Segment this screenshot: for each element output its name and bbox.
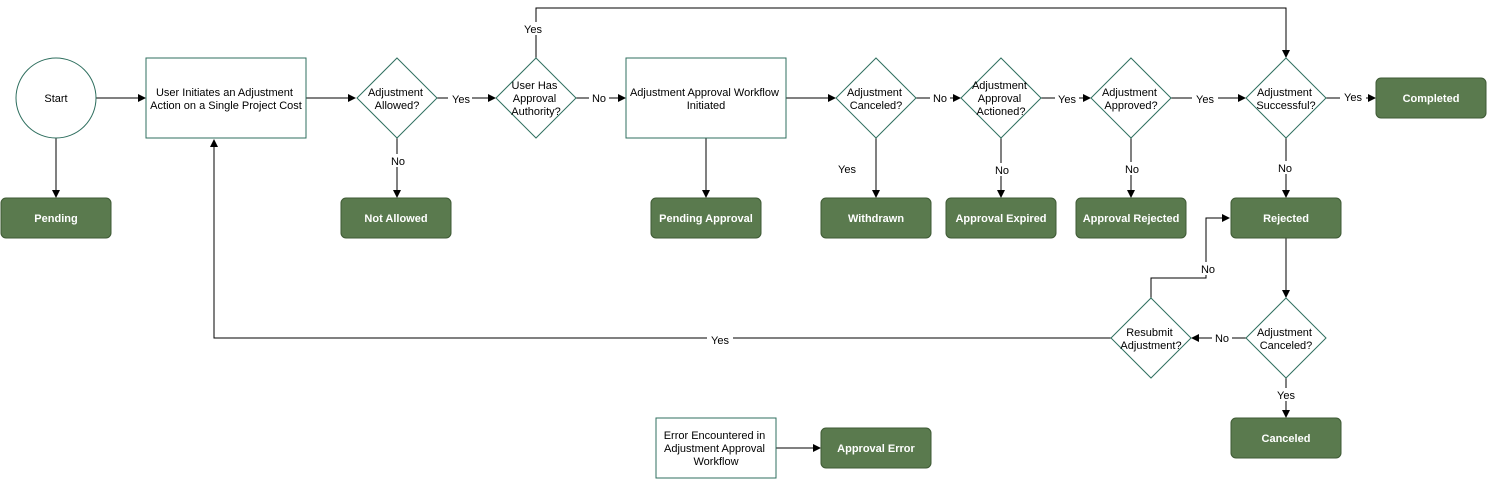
label-successful-no: No: [1278, 163, 1292, 175]
approved-label-line-1: Adjustment: [1102, 87, 1157, 99]
authority-label-line-3: Authority?: [511, 106, 561, 118]
start-label: Start: [44, 93, 67, 105]
edge-authority-yes: [535, 7, 1290, 58]
label-resubmit-no: No: [1201, 264, 1215, 276]
actioned-label-line-1: Adjustment: [972, 80, 1027, 92]
edge-labels: Yes No Yes No Yes No No Yes No Yes Yes N…: [388, 22, 1366, 402]
status-approval-expired-label: Approval Expired: [955, 213, 1046, 225]
status-rejected-label: Rejected: [1263, 213, 1309, 225]
status-pending-approval-label: Pending Approval: [659, 213, 753, 225]
error-label-line-3: Workflow: [693, 456, 738, 468]
start-node: [15, 57, 97, 139]
status-pending: [0, 197, 112, 239]
allowed-label: Adjustment Allowed?: [368, 87, 426, 112]
actioned-label: Adjustment Approval Actioned?: [972, 80, 1030, 118]
status-approval-error-label: Approval Error: [837, 443, 915, 455]
canceled-label-line-2: Canceled?: [850, 100, 903, 112]
canceled2-decision: [1245, 297, 1327, 379]
label-authority-yes: Yes: [524, 24, 542, 36]
label-allowed-no: No: [391, 156, 405, 168]
status-pending-label: Pending: [34, 213, 77, 225]
status-boxes: [0, 77, 1487, 469]
initiate-label-line-1: User Initiates an Adjustment: [156, 87, 293, 99]
canceled2-label-line-1: Adjustment: [1257, 327, 1312, 339]
status-approval-error: [820, 427, 932, 469]
workflow-label: Adjustment Approval Workflow Initiated: [630, 87, 782, 112]
resubmit-label: Resubmit Adjustment?: [1120, 327, 1181, 352]
resubmit-label-line-1: Resubmit: [1126, 327, 1172, 339]
initiate-label-line-2: Action on a Single Project Cost: [150, 100, 302, 112]
status-canceled: [1230, 417, 1342, 459]
authority-decision: [495, 57, 577, 139]
actioned-decision: [960, 57, 1042, 139]
approved-decision: [1090, 57, 1172, 139]
status-not-allowed: [340, 197, 452, 239]
error-box: [655, 417, 777, 479]
label-authority-no: No: [592, 93, 606, 105]
authority-label: User Has Approval Authority?: [511, 80, 561, 118]
canceled-label: Adjustment Canceled?: [847, 87, 905, 112]
canceled2-label: Adjustment Canceled?: [1257, 327, 1315, 352]
successful-label-line-1: Adjustment: [1257, 87, 1312, 99]
label-allowed-yes: Yes: [452, 94, 470, 106]
allowed-decision: [356, 57, 438, 139]
successful-label-line-2: Successful?: [1256, 100, 1315, 112]
allowed-label-line-2: Allowed?: [375, 100, 420, 112]
error-label-line-1: Error Encountered in: [664, 430, 766, 442]
label-canceled-no: No: [933, 93, 947, 105]
actioned-label-line-2: Approval: [978, 93, 1021, 105]
status-not-allowed-label: Not Allowed: [364, 213, 427, 225]
status-completed: [1375, 77, 1487, 119]
status-withdrawn-label: Withdrawn: [848, 213, 904, 225]
canceled2-label-line-2: Canceled?: [1260, 340, 1313, 352]
status-labels: Pending Not Allowed Pending Approval Wit…: [34, 93, 1459, 455]
workflow-label-line-2: Initiated: [687, 100, 726, 112]
authority-label-line-1: User Has: [512, 80, 558, 92]
label-resubmit-yes: Yes: [711, 335, 729, 347]
resubmit-label-line-2: Adjustment?: [1120, 340, 1181, 352]
initiate-box: [145, 57, 307, 139]
status-approval-rejected: [1075, 197, 1187, 239]
status-approval-expired: [945, 197, 1057, 239]
canceled-decision: [835, 57, 917, 139]
error-label-line-2: Adjustment Approval: [664, 443, 765, 455]
edge-resubmit-no: [1150, 214, 1230, 298]
resubmit-decision: [1110, 297, 1192, 379]
actioned-label-line-3: Actioned?: [977, 106, 1026, 118]
process-shapes: [15, 57, 1327, 479]
status-rejected: [1230, 197, 1342, 239]
status-canceled-label: Canceled: [1262, 433, 1311, 445]
label-canceled2-no: No: [1215, 333, 1229, 345]
workflow-box: [625, 57, 787, 139]
error-label: Error Encountered in Adjustment Approval…: [664, 430, 769, 468]
status-completed-label: Completed: [1403, 93, 1460, 105]
process-labels: Start User Initiates an Adjustment Actio…: [44, 80, 1315, 468]
allowed-label-line-1: Adjustment: [368, 87, 423, 99]
status-withdrawn: [820, 197, 932, 239]
label-approved-no: No: [1125, 164, 1139, 176]
label-actioned-no: No: [995, 165, 1009, 177]
approved-label: Adjustment Approved?: [1102, 87, 1160, 112]
authority-label-line-2: Approval: [513, 93, 556, 105]
label-successful-yes: Yes: [1344, 92, 1362, 104]
workflow-label-line-1: Adjustment Approval Workflow: [630, 87, 779, 99]
status-approval-rejected-label: Approval Rejected: [1083, 213, 1180, 225]
label-canceled2-yes: Yes: [1277, 390, 1295, 402]
label-actioned-yes: Yes: [1058, 94, 1076, 106]
status-pending-approval: [650, 197, 762, 239]
edge-resubmit-yes: [210, 139, 1111, 339]
approved-label-line-2: Approved?: [1104, 100, 1157, 112]
initiate-label: User Initiates an Adjustment Action on a…: [150, 87, 302, 112]
label-canceled-yes: Yes: [838, 164, 856, 176]
canceled-label-line-1: Adjustment: [847, 87, 902, 99]
successful-decision: [1245, 57, 1327, 139]
successful-label: Adjustment Successful?: [1256, 87, 1315, 112]
label-approved-yes: Yes: [1196, 94, 1214, 106]
